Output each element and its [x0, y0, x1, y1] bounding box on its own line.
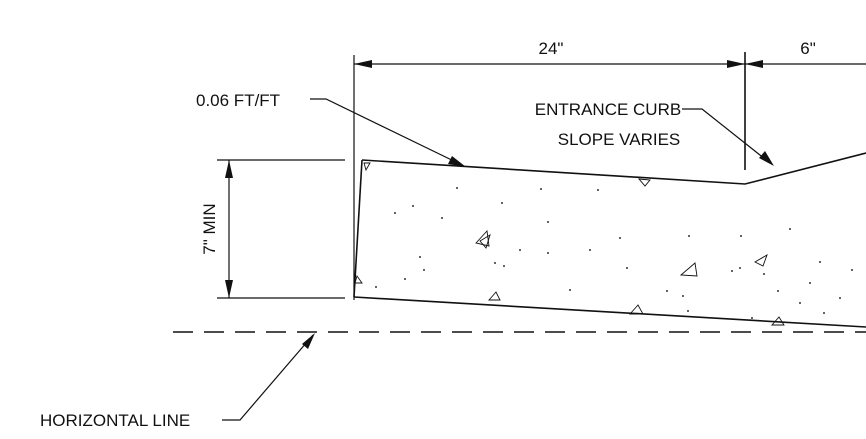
- horizontal-line-callout: HORIZONTAL LINE: [40, 333, 315, 430]
- aggregate-dot: [589, 249, 591, 251]
- aggregate-dot: [412, 205, 414, 207]
- aggregate-dot: [739, 267, 741, 269]
- aggregate-dot: [569, 289, 571, 291]
- aggregate-dot: [423, 269, 425, 271]
- aggregate-hatch: [354, 162, 853, 326]
- aggregate-dot: [597, 189, 599, 191]
- entrance-curb-label-line1: ENTRANCE CURB: [535, 100, 681, 119]
- depth-arrow-bottom: [225, 280, 233, 298]
- aggregate-triangle: [754, 253, 768, 267]
- aggregate-triangle: [363, 162, 371, 172]
- aggregate-dot: [404, 278, 406, 280]
- aggregate-triangle: [354, 274, 363, 284]
- aggregate-dot: [789, 228, 791, 230]
- aggregate-dot: [547, 252, 549, 254]
- slope-callout: 0.06 FT/FT: [196, 91, 466, 167]
- dimension-arrow-6-left: [745, 60, 763, 68]
- aggregate-dot: [519, 249, 521, 251]
- dimension-arrow-24-right: [727, 60, 745, 68]
- aggregate-dot: [740, 235, 742, 237]
- entrance-leader-arrow: [759, 151, 774, 166]
- aggregate-dot: [503, 265, 505, 267]
- aggregate-dot: [682, 295, 684, 297]
- aggregate-dot: [751, 317, 753, 319]
- aggregate-dot: [851, 269, 853, 271]
- aggregate-dot: [626, 267, 628, 269]
- slab-top-surface: [361, 152, 866, 185]
- depth-label: 7" MIN: [200, 203, 219, 254]
- aggregate-triangle: [488, 291, 501, 301]
- aggregate-dot: [394, 212, 396, 214]
- aggregate-dot: [688, 235, 690, 237]
- slab-bottom-surface: [353, 296, 866, 328]
- slope-leader-arrow: [448, 156, 466, 167]
- horizontal-line-label: HORIZONTAL LINE: [40, 411, 190, 430]
- concrete-slab: [353, 152, 866, 328]
- aggregate-dot: [809, 282, 811, 284]
- aggregate-triangle: [628, 304, 644, 315]
- entrance-leader-line: [682, 108, 771, 164]
- depth-dimension: 7" MIN: [200, 159, 345, 299]
- aggregate-triangle: [771, 316, 785, 326]
- entrance-curb-label-line2: SLOPE VARIES: [558, 130, 681, 149]
- dimension-label-24: 24": [539, 39, 564, 58]
- aggregate-dot: [456, 187, 458, 189]
- aggregate-triangle: [637, 178, 651, 187]
- aggregate-dot: [501, 202, 503, 204]
- aggregate-dot: [777, 290, 779, 292]
- aggregate-dot: [494, 262, 496, 264]
- aggregate-triangle: [679, 262, 698, 277]
- slope-label: 0.06 FT/FT: [196, 91, 280, 110]
- aggregate-dot: [666, 290, 668, 292]
- aggregate-dot: [839, 297, 841, 299]
- slab-back-edge: [353, 159, 363, 298]
- dimension-label-6: 6": [800, 39, 816, 58]
- aggregate-dot: [763, 273, 765, 275]
- aggregate-dot: [375, 286, 377, 288]
- aggregate-dot: [619, 237, 621, 239]
- horizontal-leader-line: [222, 334, 314, 421]
- aggregate-dot: [540, 188, 542, 190]
- aggregate-dot: [687, 310, 689, 312]
- horizontal-leader-arrow: [302, 333, 315, 349]
- top-dimension-chain: 24" 6": [353, 39, 866, 300]
- aggregate-dot: [441, 217, 443, 219]
- aggregate-triangle: [479, 234, 491, 249]
- aggregate-dot: [547, 221, 549, 223]
- depth-arrow-top: [225, 160, 233, 178]
- aggregate-dot: [823, 312, 825, 314]
- aggregate-dot: [799, 302, 801, 304]
- aggregate-dot: [419, 256, 421, 258]
- aggregate-dot: [819, 261, 821, 263]
- entrance-curb-callout: ENTRANCE CURB SLOPE VARIES: [535, 100, 774, 166]
- dimension-arrow-left: [354, 60, 372, 68]
- slope-leader-line: [310, 98, 463, 166]
- aggregate-dot: [731, 270, 733, 272]
